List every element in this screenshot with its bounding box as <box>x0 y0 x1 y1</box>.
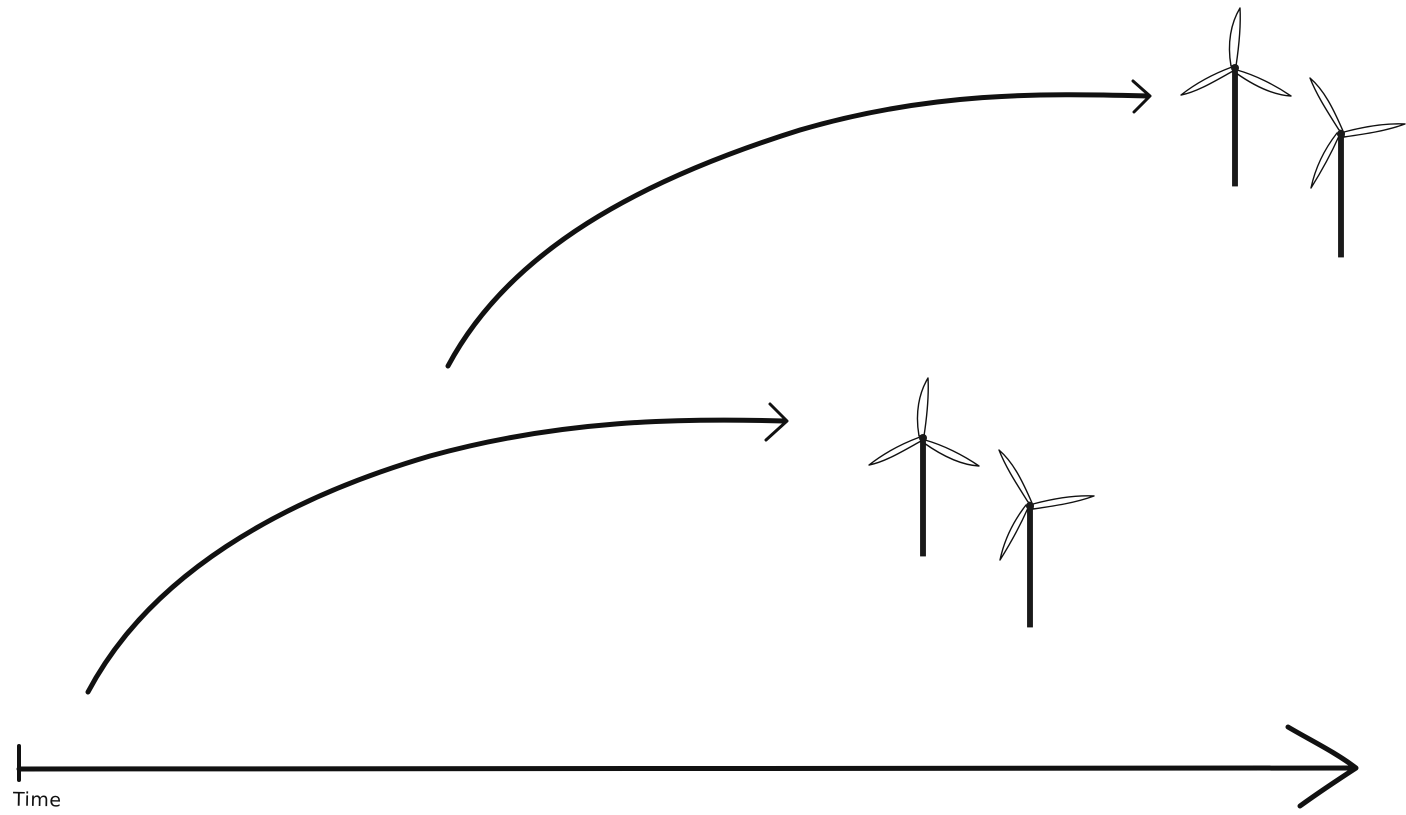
wind-turbine-icon <box>998 449 1095 628</box>
curved-arrow-lower <box>85 402 789 695</box>
curved-arrow-lower-shaft <box>85 417 787 695</box>
curved-arrow-upper-shaft <box>445 92 1150 369</box>
wind-turbine-icon <box>1309 77 1406 258</box>
curved-arrow-upper-head <box>1131 79 1152 114</box>
curved-arrow-upper <box>445 79 1152 369</box>
time-axis-arrowhead <box>1285 724 1359 809</box>
curved-arrow-lower-head <box>764 402 789 442</box>
wind-turbine-icon <box>868 377 980 557</box>
time-axis-label: Time <box>12 788 62 812</box>
wind-turbine-icon <box>1180 7 1292 187</box>
time-axis <box>16 724 1359 809</box>
time-axis-line <box>16 765 1357 773</box>
